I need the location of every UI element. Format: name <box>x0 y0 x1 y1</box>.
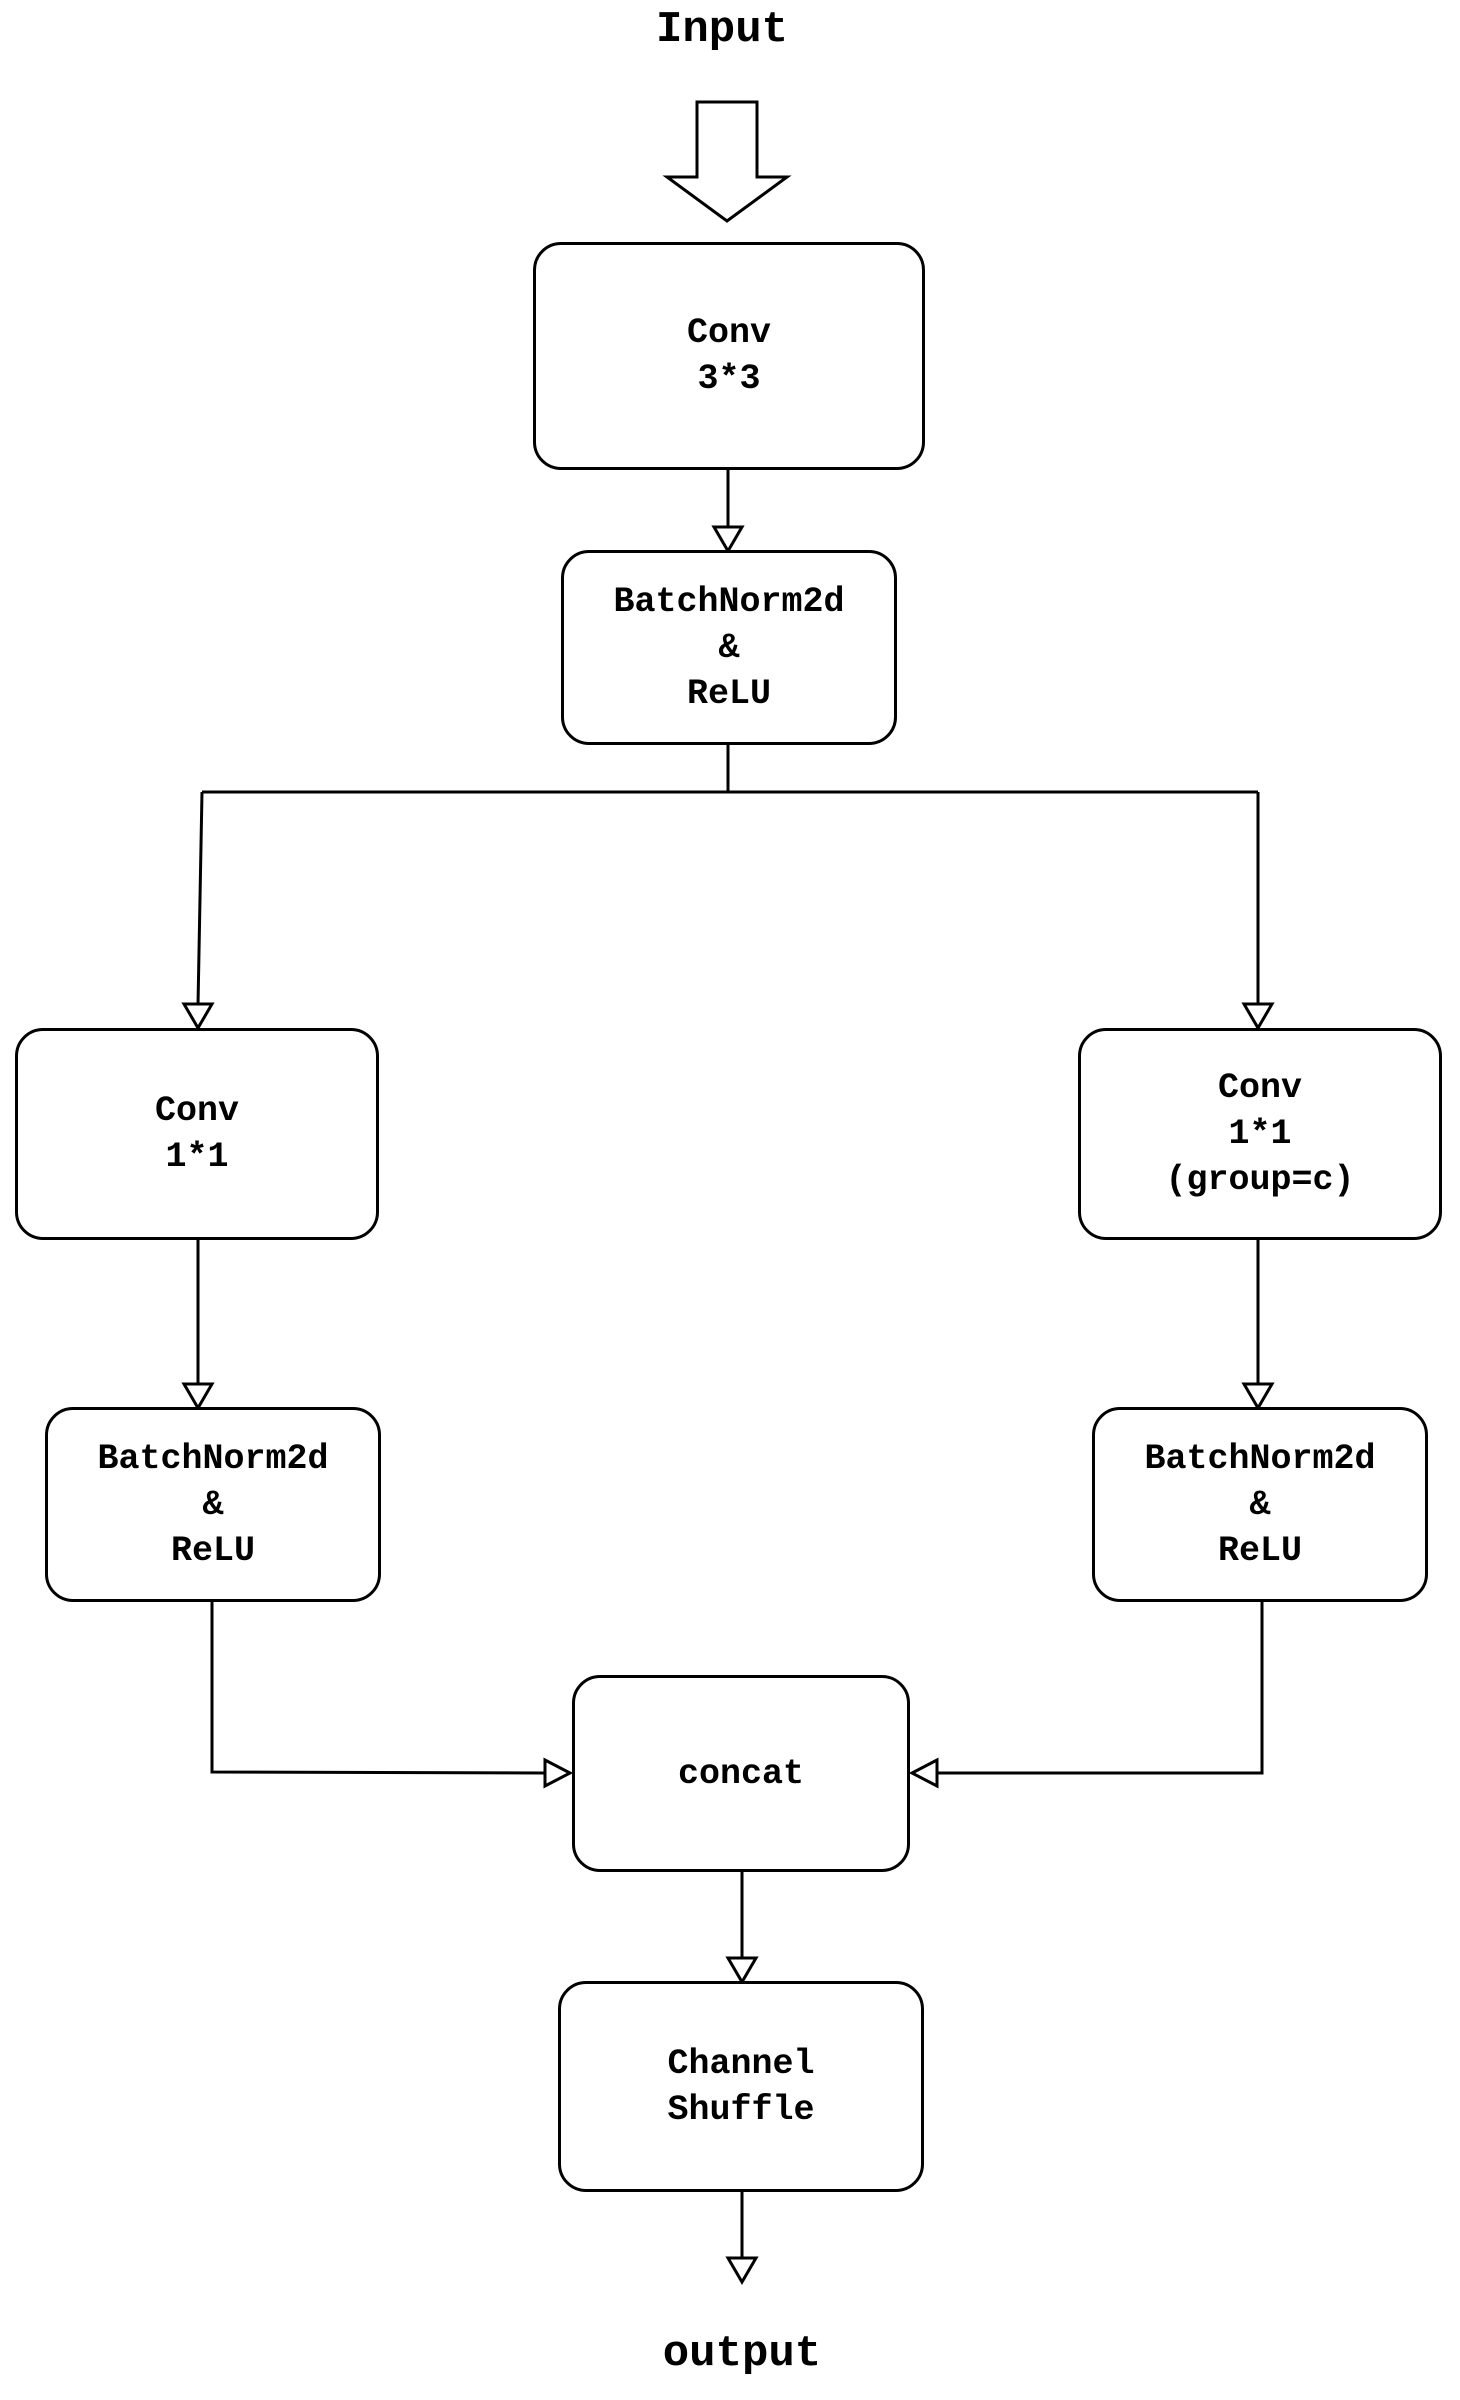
arrowhead-to-bn-top <box>711 525 745 554</box>
arrowhead-to-shuffle <box>725 1956 759 1985</box>
concat-node: concat <box>572 1675 910 1872</box>
conv1x1-left-label: Conv 1*1 <box>154 1091 239 1177</box>
bn-relu-top-label: BatchNorm2d & ReLU <box>613 581 845 714</box>
bn-relu-top-node: BatchNorm2d & ReLU <box>561 550 897 745</box>
channel-shuffle-node: Channel Shuffle <box>558 1981 924 2192</box>
bn-relu-right-node: BatchNorm2d & ReLU <box>1092 1407 1428 1602</box>
bn-relu-right-label: BatchNorm2d & ReLU <box>1144 1438 1376 1571</box>
arrowhead-to-conv-left <box>181 1002 215 1031</box>
channel-shuffle-label: Channel Shuffle <box>667 2043 815 2130</box>
arrowhead-to-bn-right <box>1241 1382 1275 1411</box>
arrowhead-concat-right <box>908 1757 939 1789</box>
connector-to-conv-left <box>196 791 204 1006</box>
conv1x1-left-node: Conv 1*1 <box>15 1028 379 1240</box>
concat-label: concat <box>677 1753 805 1794</box>
arrowhead-to-conv-right <box>1241 1002 1275 1031</box>
conv3x3-label: Conv 3*3 <box>686 313 771 399</box>
arrowhead-to-output <box>725 2256 759 2285</box>
arrowhead-concat-left <box>543 1757 574 1789</box>
connector-bn-left-to-concat <box>210 1602 546 1775</box>
input-arrow <box>662 100 792 223</box>
bn-relu-left-label: BatchNorm2d & ReLU <box>97 1438 329 1571</box>
arrowhead-to-bn-left <box>181 1382 215 1411</box>
conv1x1-group-right-node: Conv 1*1 (group=c) <box>1078 1028 1442 1240</box>
conv3x3-node: Conv 3*3 <box>533 242 925 470</box>
conv1x1-group-right-label: Conv 1*1 (group=c) <box>1165 1068 1355 1200</box>
output-label: output <box>662 2329 822 2379</box>
bn-relu-left-node: BatchNorm2d & ReLU <box>45 1407 381 1602</box>
input-label: Input <box>655 5 789 55</box>
connector-bn-right-to-concat <box>937 1602 1264 1775</box>
